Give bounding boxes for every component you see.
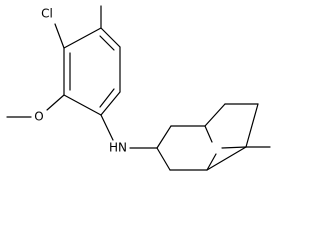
tropane-bond-c5-bridgehead [206, 146, 247, 171]
ring-bond-c2-c3 [100, 27, 121, 48]
chlorine-label: Cl [41, 7, 53, 21]
tropane-bond-n-c5 [206, 153, 217, 171]
tropane-bond-c3-c2 [156, 125, 172, 149]
tropane-bond-c3-c4 [156, 147, 171, 171]
tropane-bond-c1-n [204, 125, 213, 143]
ring-bond-c5-c6 [63, 94, 102, 116]
ring-double-bond-bottom [99, 88, 115, 108]
tropane-ring [156, 103, 271, 171]
tropane-bond-c1-c7 [204, 103, 226, 127]
ring-bond-c4-c5 [100, 91, 121, 116]
tropane-bond-c6-c5 [245, 103, 259, 148]
benzene-ring [63, 27, 121, 116]
amine-bond-ring-n [100, 114, 114, 141]
ring-double-bond-top [99, 35, 115, 51]
tropane-bond-n-methyl [221, 146, 247, 149]
ring-substituents [6, 5, 158, 149]
ring-bond-c1-c2 [63, 27, 102, 49]
chlorine-bond [54, 23, 65, 49]
methoxy-bond-ring-o [46, 94, 65, 111]
oxygen-label: O [34, 110, 43, 124]
chemical-structure-diagram: Cl O HN [6, 5, 271, 171]
amine-label: HN [109, 141, 127, 155]
